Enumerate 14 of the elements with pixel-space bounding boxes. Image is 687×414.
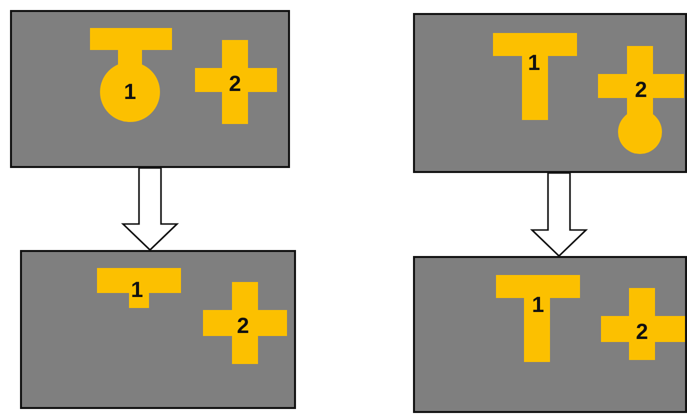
shape-number: 2	[228, 73, 242, 95]
shape-number: 2	[634, 79, 648, 101]
panel	[413, 256, 687, 413]
shape-number: 1	[124, 81, 136, 103]
shape-number: 1	[528, 52, 540, 74]
down-arrow	[530, 172, 588, 258]
shape-number: 1	[532, 294, 544, 316]
shape-number: 1	[130, 279, 144, 301]
down-arrow	[121, 167, 179, 252]
shape-number: 2	[636, 321, 648, 343]
panel	[20, 250, 296, 409]
panel	[413, 13, 687, 173]
panel	[10, 10, 290, 168]
shape-number: 2	[236, 315, 250, 337]
